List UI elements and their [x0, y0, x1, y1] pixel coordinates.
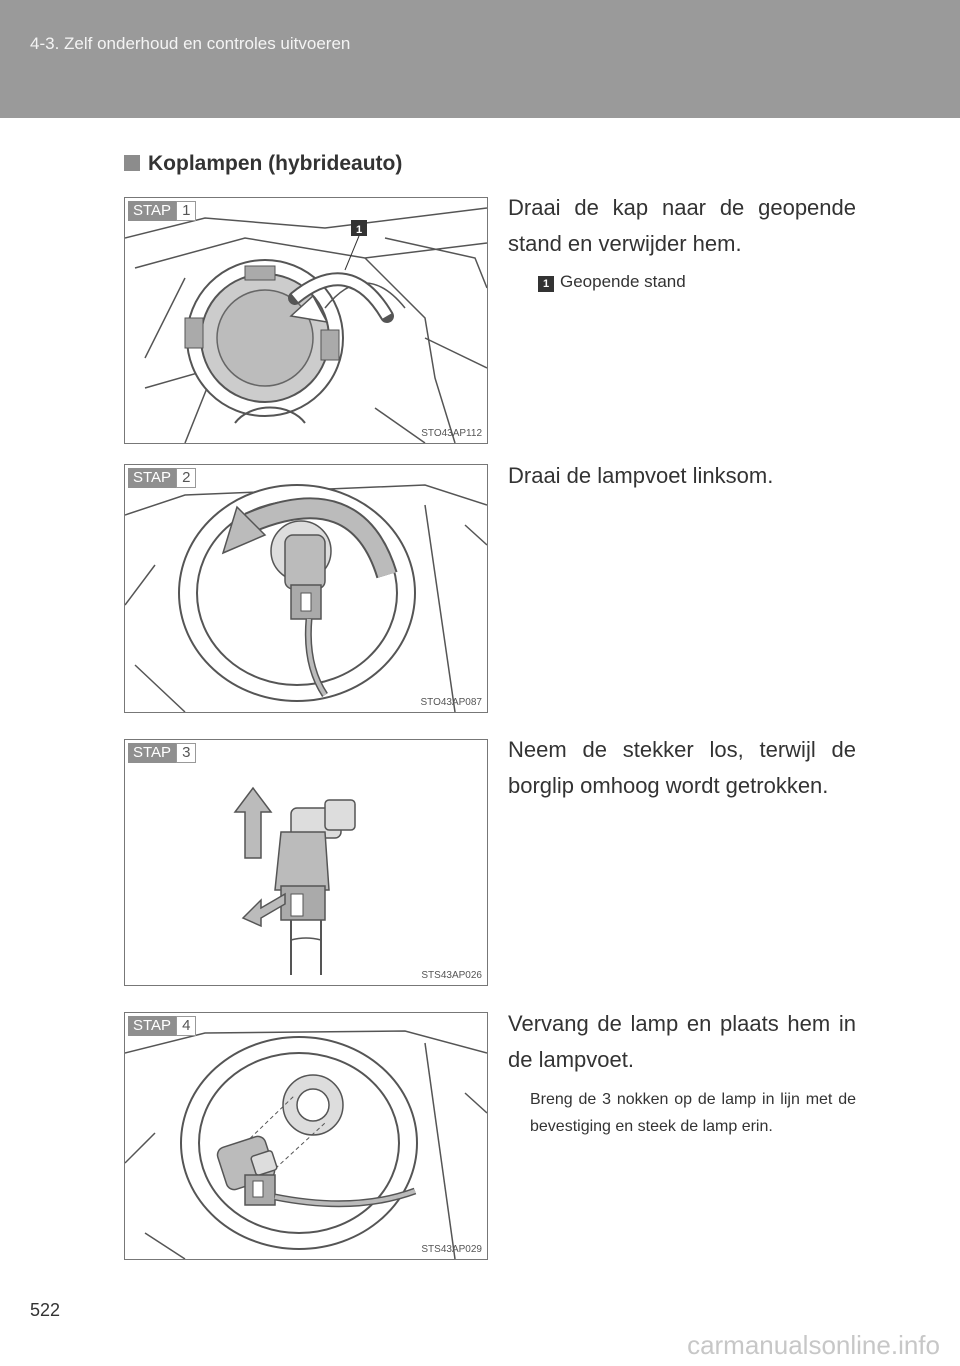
- cap-removal-illustration: 1: [125, 207, 487, 443]
- step-word: STAP: [128, 468, 177, 488]
- step-word: STAP: [128, 201, 177, 221]
- lamp-base-rotation-illustration: [125, 484, 487, 712]
- step-word: STAP: [128, 743, 177, 763]
- step-4-subtext: Breng de 3 nokken op de lamp in lijn met…: [530, 1091, 856, 1135]
- step-2-text: Draai de lampvoet linksom.: [508, 463, 774, 488]
- callout-legend: 1 Geopende stand: [538, 272, 686, 292]
- step-number: 1: [176, 201, 197, 221]
- figure-code: STO43AP087: [420, 697, 482, 708]
- callout-number-badge: 1: [538, 276, 554, 292]
- watermark: carmanualsonline.info: [687, 1330, 940, 1360]
- figure-code: STO43AP112: [421, 428, 482, 439]
- svg-text:1: 1: [356, 224, 362, 236]
- step-3-text: Neem de stekker los, terwijl de borglip …: [508, 737, 856, 798]
- callout-text: Geopende stand: [560, 272, 686, 291]
- connector-release-illustration: [233, 786, 356, 975]
- step-number: 4: [176, 1016, 197, 1036]
- square-bullet-icon: [124, 155, 140, 171]
- section-title: Koplampen (hybrideauto): [124, 152, 402, 176]
- step-word: STAP: [128, 1016, 177, 1036]
- section-title-text: Koplampen (hybrideauto): [148, 152, 403, 175]
- step-number: 2: [176, 468, 197, 488]
- figure-code: STS43AP029: [421, 1244, 482, 1255]
- figure-code: STS43AP026: [421, 970, 482, 981]
- page-header: 4-3. Zelf onderhoud en controles uitvoer…: [0, 0, 960, 118]
- step-number: 3: [176, 743, 197, 763]
- step-1-text: Draai de kap naar de geopende stand en v…: [508, 195, 856, 256]
- page-number: 522: [30, 1300, 61, 1320]
- step-4-text: Vervang de lamp en plaats hem in de lamp…: [508, 1011, 856, 1072]
- bulb-replacement-illustration: [125, 1030, 487, 1259]
- chapter-heading: 4-3. Zelf onderhoud en controles uitvoer…: [30, 34, 351, 53]
